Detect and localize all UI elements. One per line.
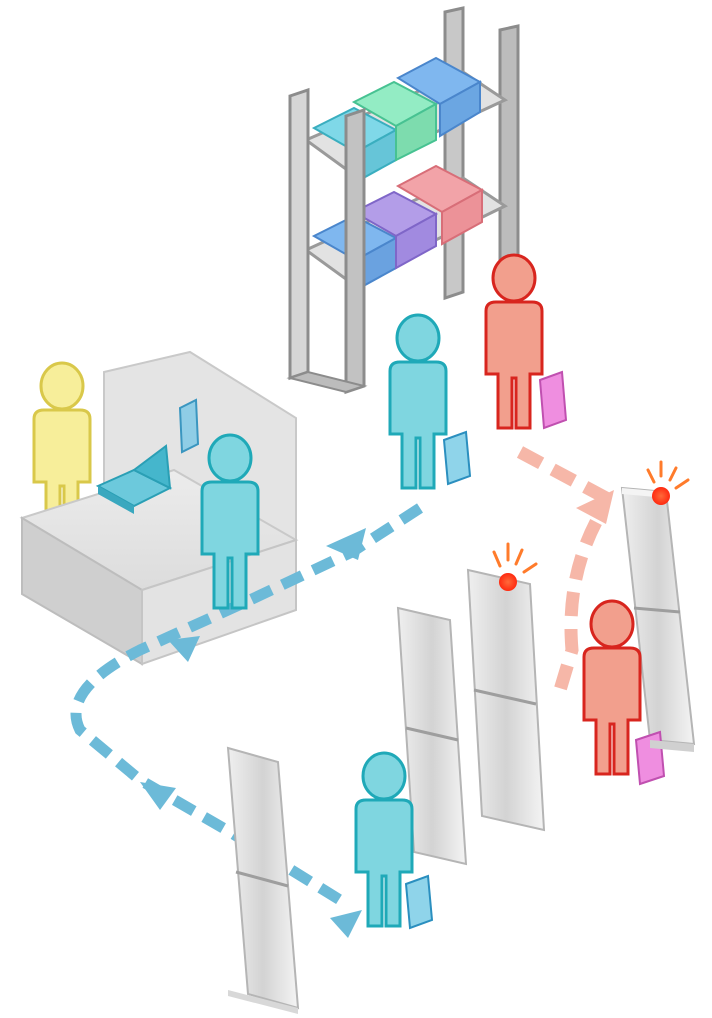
- shopping-bag-icon: [444, 432, 470, 484]
- alarm-light-icon: [648, 462, 688, 505]
- shopping-bag-icon: [540, 372, 566, 428]
- security-gate-icon: [228, 748, 298, 1014]
- paid-shopper-figure: [390, 315, 470, 488]
- shopping-bag-icon: [636, 732, 664, 784]
- alarm-shopper-figure: [486, 255, 566, 428]
- shopping-bag-icon: [406, 876, 432, 928]
- security-gate-icon: [468, 570, 544, 830]
- scanner-icon: [180, 400, 198, 452]
